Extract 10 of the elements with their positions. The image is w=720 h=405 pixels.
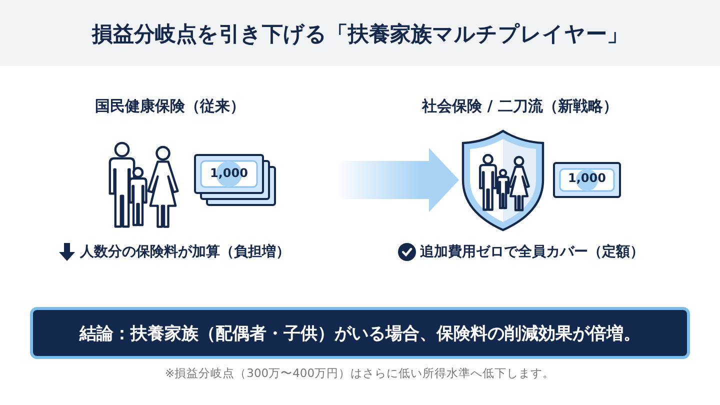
column-heading: 社会保険 / 二刀流（新戦略）	[422, 97, 618, 116]
conclusion-banner: 結論：扶養家族（配偶者・子供）がいる場合、保険料の削減効果が倍増。	[30, 307, 690, 359]
title: 損益分岐点を引き下げる「扶養家族マルチプレイヤー」	[90, 21, 629, 48]
column-heading: 国民健康保険（従来）	[95, 97, 245, 116]
shield-family-banknote-drawing	[459, 128, 623, 234]
footnote: ※損益分岐点（300万〜400万円）はさらに低い所得水準へ低下します。	[165, 366, 555, 381]
banknote-value: 1,000	[210, 166, 248, 180]
note: 追加費用ゼロで全員カバー（定額）	[420, 243, 644, 261]
note: 人数分の保険料が加算（負担増）	[80, 243, 290, 261]
banknote-value: 1,000	[568, 171, 606, 185]
